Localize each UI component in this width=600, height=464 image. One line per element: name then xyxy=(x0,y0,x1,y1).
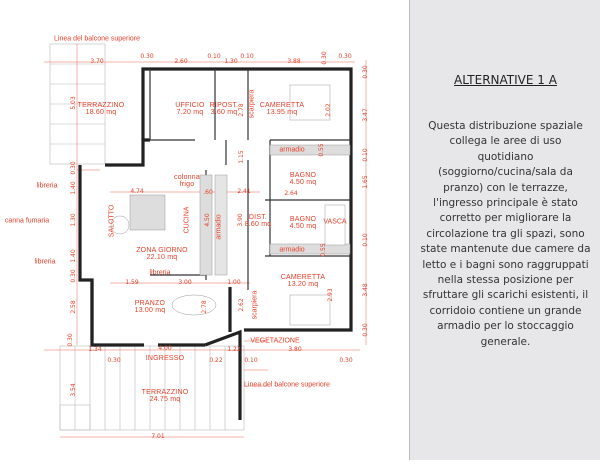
dimension: 3.80 xyxy=(288,346,302,353)
dimension: 3.90 xyxy=(237,213,244,227)
alternative-description: Questa distribuzione spaziale collega le… xyxy=(420,120,591,348)
bookcase-label: libreria xyxy=(36,182,58,190)
dimension: 2.58 xyxy=(70,300,77,314)
dimension: 0.10 xyxy=(240,53,254,60)
dimension: 0.55 xyxy=(320,243,327,257)
dimension: 2.78 xyxy=(238,103,245,117)
cucina-label: CUCINA xyxy=(183,206,191,234)
dimension: 2.62 xyxy=(238,298,245,312)
walls xyxy=(78,67,353,420)
room-disimpegno: DIST.8.60 mq xyxy=(244,214,272,228)
dimension: 1.22 xyxy=(227,346,241,353)
dimension: 2.60 xyxy=(174,58,188,65)
bathtub-label: VASCA xyxy=(323,218,347,226)
dimension: 0.30 xyxy=(339,357,353,364)
dimension: 4.74 xyxy=(130,188,144,195)
dimension: 3.70 xyxy=(90,58,104,65)
dimension: 1.59 xyxy=(125,279,139,286)
dimension: 2.64 xyxy=(284,190,298,197)
dimension: 2.02 xyxy=(325,103,332,117)
bookcase-label: libreria xyxy=(149,269,171,277)
dimension: 2.93 xyxy=(327,288,334,302)
upper-balcony-line-note: Linea del balcone superiore xyxy=(243,381,331,389)
dimension: 3.88 xyxy=(287,58,301,65)
dimension: 0.30 xyxy=(321,51,328,65)
dimension: 2.78 xyxy=(201,300,208,314)
dimension: 0.30 xyxy=(362,65,369,79)
shoe-cabinet-label: scarpiera xyxy=(251,290,259,320)
wardrobe-label: armadio xyxy=(215,214,223,240)
dimension: 0.22 xyxy=(209,357,223,364)
dimension: 0.30 xyxy=(70,161,77,175)
floor-plan: Linea del balcone superiore Linea del ba… xyxy=(4,35,369,440)
upper-balcony-line-note: Linea del balcone superiore xyxy=(53,35,141,43)
fridge-column-label: colonna frigo xyxy=(174,174,200,188)
salotto-label: SALOTTO xyxy=(108,204,116,238)
dimension: 1.30 xyxy=(224,58,238,65)
dimension: 0.30 xyxy=(107,357,121,364)
dimension: 3.48 xyxy=(362,283,369,297)
dimension: 0.10 xyxy=(362,233,369,247)
entrance-label: INGRESSO xyxy=(145,355,185,362)
dimension: 0.10 xyxy=(207,53,221,60)
description-panel: ALTERNATIVE 1 A Questa distribuzione spa… xyxy=(409,0,600,460)
dimension: 0.30 xyxy=(362,323,369,337)
dimension: 5.03 xyxy=(70,96,77,110)
dimension: 3.47 xyxy=(362,108,369,122)
dimension: 1.40 xyxy=(70,249,77,263)
dimension: 0.30 xyxy=(70,269,77,283)
bookcase-label: libreria xyxy=(34,258,56,266)
dimension: 2.41 xyxy=(237,188,251,195)
floor-plan-drawing xyxy=(44,43,367,438)
room-ripostiglio: RIPOST.3.60 mq xyxy=(209,102,239,116)
dimension: 4.00 xyxy=(158,345,172,352)
dimension: 4.50 xyxy=(204,213,211,227)
dimension: 1.40 xyxy=(70,181,77,195)
wardrobe-label: armadio xyxy=(279,146,305,154)
dimension: 1.30 xyxy=(70,213,77,227)
furniture xyxy=(110,84,351,326)
dimension: 1.00 xyxy=(227,279,241,286)
dimension: 0.30 xyxy=(338,53,352,60)
dimension: 0.55 xyxy=(318,143,325,157)
dimension: 1.65 xyxy=(362,175,369,189)
shoe-cabinet-label: scarpiera xyxy=(248,89,256,119)
dimension: 3.00 xyxy=(178,279,192,286)
dimension: .60 xyxy=(203,189,213,196)
vegetation-note: VEGETAZIONE xyxy=(250,337,300,345)
alternative-title: ALTERNATIVE 1 A xyxy=(454,73,557,87)
dimension: 0.30 xyxy=(140,53,154,60)
dimension: 0.10 xyxy=(362,148,369,162)
terrace-slats xyxy=(49,43,245,431)
dimension: 0.30 xyxy=(67,333,74,347)
dimension: 0.10 xyxy=(244,357,258,364)
dimension: 7.01 xyxy=(151,433,165,440)
wardrobe-label: armadio xyxy=(279,246,305,254)
dimension: 3.54 xyxy=(70,383,77,397)
dimension: 1.34 xyxy=(88,346,102,353)
chimney-flue-label: canna fumaria xyxy=(4,217,50,225)
dimension: 1.15 xyxy=(238,150,245,164)
